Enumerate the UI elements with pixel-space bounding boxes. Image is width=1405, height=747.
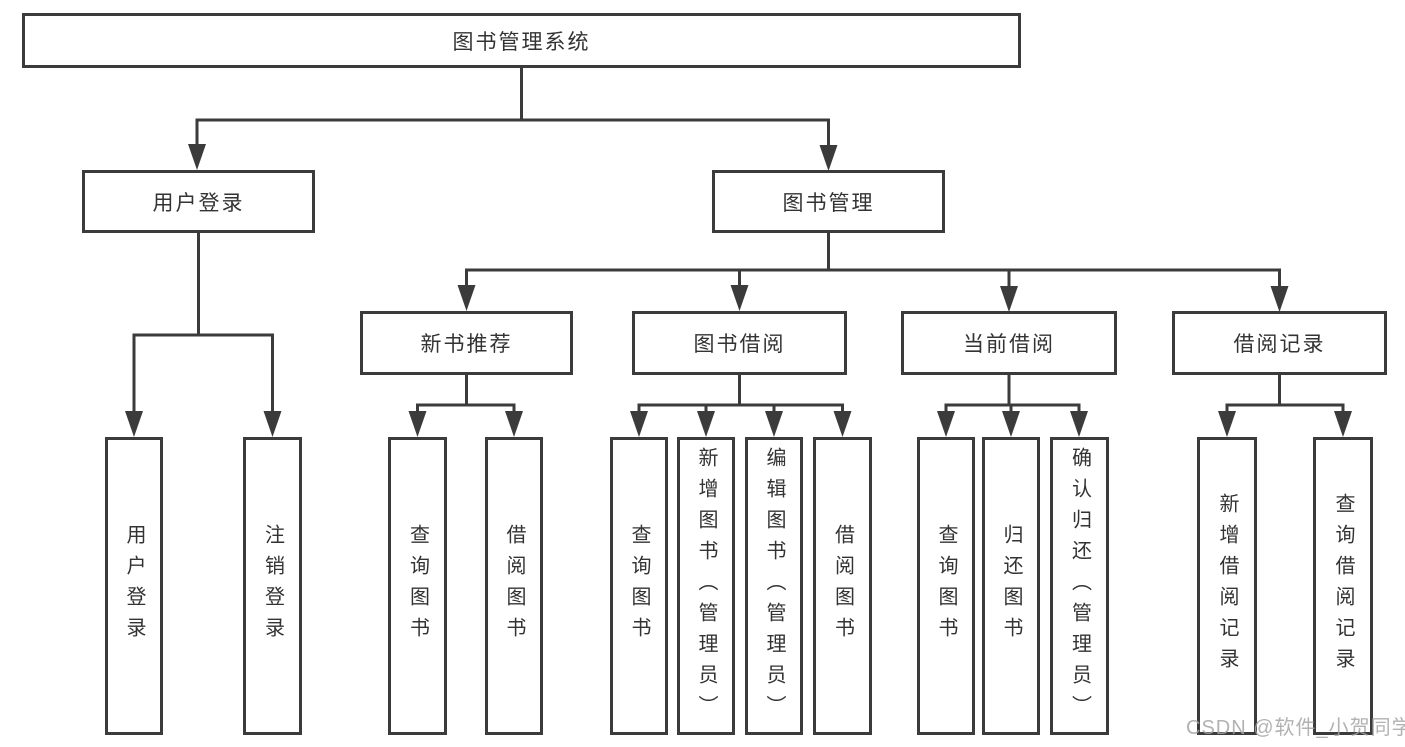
node-label: 借阅图书 (503, 524, 525, 648)
csdn-watermark: CSDN @软件_小贺同学 (1186, 717, 1405, 739)
node-label: 确认归还（管理员） (1068, 446, 1091, 726)
node-leaf-query-books-3: 查询图书 (917, 437, 975, 735)
node-book-management: 图书管理 (712, 170, 945, 233)
node-label: 借阅记录 (1233, 333, 1326, 356)
node-label: 当前借阅 (963, 333, 1055, 356)
node-leaf-confirm-return-admin: 确认归还（管理员） (1050, 437, 1109, 735)
node-leaf-user-login: 用户登录 (105, 437, 163, 735)
node-label: 新书推荐 (420, 333, 513, 356)
node-leaf-borrow-books-2: 借阅图书 (813, 437, 872, 735)
node-label: 图书管理 (782, 191, 875, 215)
node-leaf-return-books: 归还图书 (982, 437, 1040, 735)
node-leaf-query-books-1: 查询图书 (388, 437, 447, 735)
node-leaf-add-borrow-record: 新增借阅记录 (1197, 437, 1257, 735)
node-label: 归还图书 (1000, 524, 1022, 648)
node-leaf-edit-books-admin: 编辑图书（管理员） (745, 437, 803, 735)
node-label: 用户登录 (152, 191, 245, 215)
node-leaf-query-borrow-record: 查询借阅记录 (1313, 437, 1373, 735)
node-label: 图书管理系统 (452, 30, 591, 54)
node-user-login-branch: 用户登录 (82, 170, 315, 233)
node-label: 编辑图书（管理员） (763, 446, 785, 726)
node-label: 查询图书 (406, 524, 429, 648)
node-leaf-logout: 注销登录 (243, 437, 302, 735)
node-book-borrowing: 图书借阅 (632, 311, 847, 375)
node-current-borrowing: 当前借阅 (901, 311, 1117, 375)
node-label: 查询借阅记录 (1332, 493, 1354, 679)
node-label: 用户登录 (123, 524, 145, 648)
node-label: 新增借阅记录 (1216, 493, 1238, 679)
node-library-management-system: 图书管理系统 (22, 13, 1021, 68)
node-label: 查询图书 (935, 524, 957, 648)
node-label: 借阅图书 (831, 524, 854, 648)
node-label: 新增图书（管理员） (695, 446, 717, 726)
node-leaf-query-books-2: 查询图书 (610, 437, 668, 735)
node-leaf-borrow-books-1: 借阅图书 (485, 437, 543, 735)
node-label: 查询图书 (628, 524, 650, 648)
node-label: 图书借阅 (693, 333, 786, 356)
node-borrowing-records: 借阅记录 (1172, 311, 1387, 375)
node-label: 注销登录 (261, 524, 284, 648)
node-leaf-add-books-admin: 新增图书（管理员） (677, 437, 735, 735)
node-new-book-recommendation: 新书推荐 (360, 311, 573, 375)
